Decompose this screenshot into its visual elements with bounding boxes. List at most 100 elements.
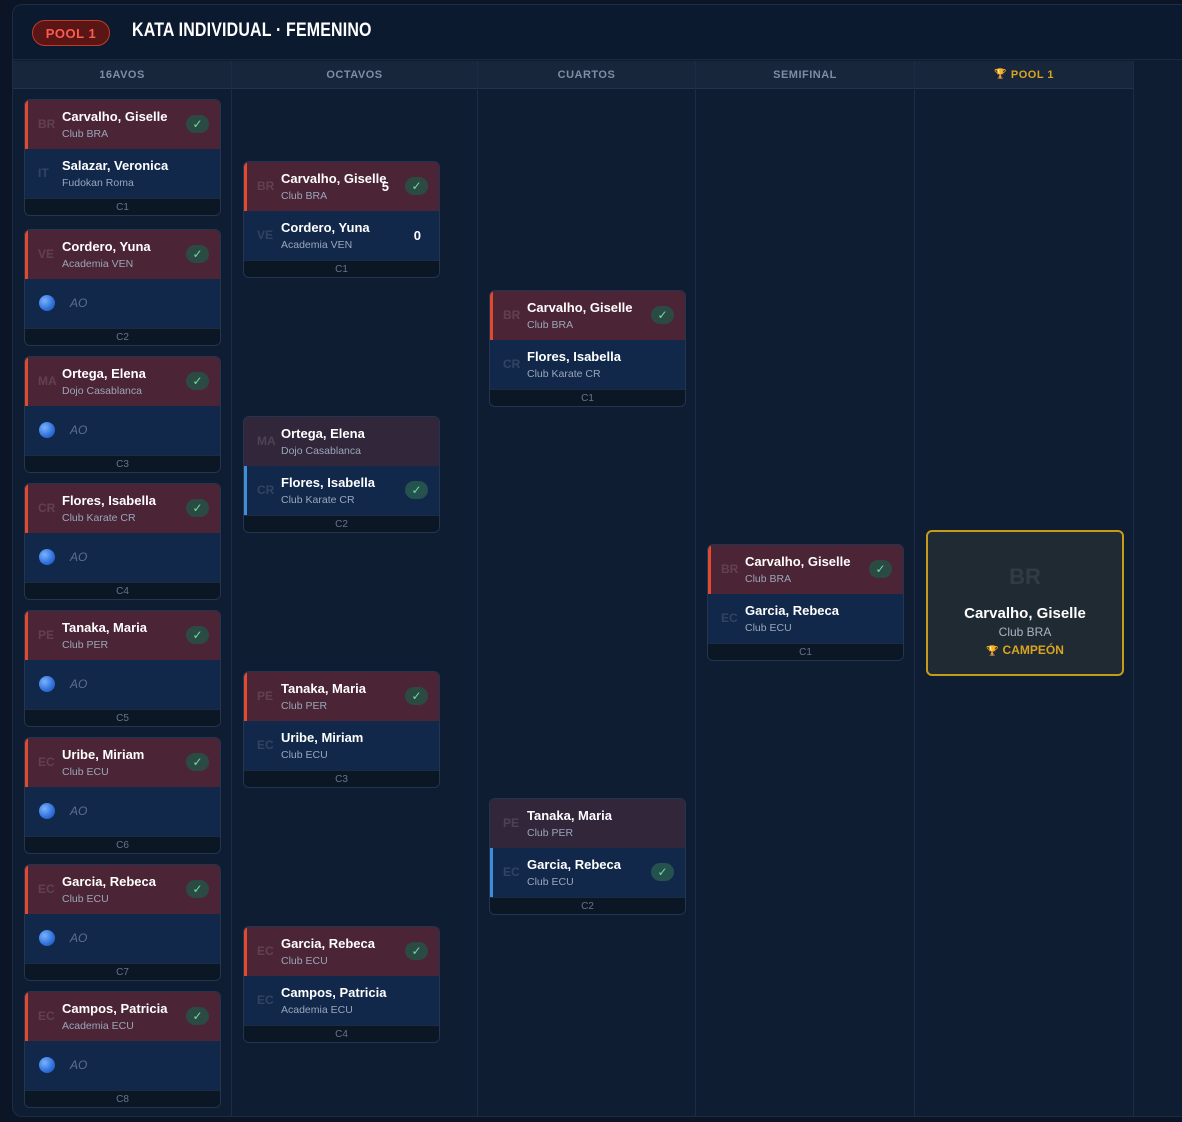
competitor-club: Club ECU	[527, 876, 574, 888]
match-label: C1	[25, 198, 220, 215]
competitor-club: Club PER	[281, 700, 328, 712]
winner-check-icon: ✓	[405, 481, 428, 499]
country-watermark: VE	[257, 228, 274, 242]
country-watermark: PE	[257, 689, 274, 703]
country-watermark: MA	[38, 374, 57, 388]
competitor-club: Club ECU	[745, 622, 792, 634]
column-octavos: OCTAVOS	[232, 61, 478, 1116]
competitor-name: Carvalho, Giselle	[527, 300, 633, 315]
winner-check-icon: ✓	[651, 863, 674, 881]
competitor-club: Club PER	[62, 639, 109, 651]
winner-check-icon: ✓	[186, 753, 209, 771]
pool-badge[interactable]: POOL 1	[32, 20, 110, 46]
bracket-panel: POOL 1 KATA INDIVIDUAL · FEMENINO 16AVOS…	[12, 4, 1182, 1117]
column-cuartos: CUARTOS	[478, 61, 696, 1116]
match-label: C3	[244, 770, 439, 787]
winner-check-icon: ✓	[405, 942, 428, 960]
ao-placeholder: AO	[70, 423, 88, 437]
ao-placeholder: AO	[70, 1058, 88, 1072]
competitor-club: Dojo Casablanca	[62, 385, 142, 397]
competitor-club: Club ECU	[62, 893, 109, 905]
competitor-name: Tanaka, Maria	[281, 681, 367, 696]
bracket-header: POOL 1 KATA INDIVIDUAL · FEMENINO	[13, 5, 1182, 60]
competitor-club: Club Karate CR	[281, 494, 355, 506]
ao-dot-icon	[39, 676, 55, 692]
ao-empty-slot: AO	[25, 914, 220, 963]
country-watermark: CR	[257, 483, 275, 497]
champion-club: Club BRA	[998, 625, 1052, 639]
ao-empty-slot: AO	[25, 1041, 220, 1090]
champion-label-text: CAMPEÓN	[1002, 643, 1064, 657]
winner-check-icon: ✓	[651, 306, 674, 324]
competitor-club: Club BRA	[281, 190, 328, 202]
competitor-club: Club ECU	[62, 766, 109, 778]
competitor-name: Ortega, Elena	[281, 426, 365, 441]
competitor-club: Academia ECU	[62, 1020, 134, 1032]
column-header-pool: 🏆POOL 1	[915, 61, 1133, 89]
ao-empty-slot: AO	[25, 279, 220, 328]
match-label: C1	[490, 389, 685, 406]
country-watermark: IT	[38, 166, 49, 180]
champion-card[interactable]: BR Carvalho, Giselle Club BRA 🏆CAMPEÓN	[926, 530, 1124, 676]
champion-country-watermark: BR	[1009, 564, 1041, 589]
ao-empty-slot: AO	[25, 660, 220, 709]
competitor-name: Garcia, Rebeca	[527, 857, 621, 872]
competitor-score: 0	[413, 228, 421, 243]
winner-check-icon: ✓	[186, 880, 209, 898]
match-label: C2	[25, 328, 220, 345]
competitor-name: Flores, Isabella	[281, 475, 375, 490]
competitor-club: Club ECU	[281, 749, 328, 761]
country-watermark: EC	[257, 738, 274, 752]
winner-check-icon: ✓	[869, 560, 892, 578]
competitor-club: Club BRA	[745, 573, 792, 585]
competitor-name: Garcia, Rebeca	[281, 936, 375, 951]
column-header-pool-label: POOL 1	[1010, 68, 1055, 81]
country-watermark: EC	[721, 611, 738, 625]
country-watermark: EC	[257, 944, 274, 958]
winner-check-icon: ✓	[405, 687, 428, 705]
winner-check-icon: ✓	[186, 372, 209, 390]
competitor-club: Club BRA	[62, 128, 109, 140]
ao-placeholder: AO	[70, 296, 88, 310]
competitor-name: Garcia, Rebeca	[62, 874, 156, 889]
match-label: C4	[244, 1025, 439, 1042]
